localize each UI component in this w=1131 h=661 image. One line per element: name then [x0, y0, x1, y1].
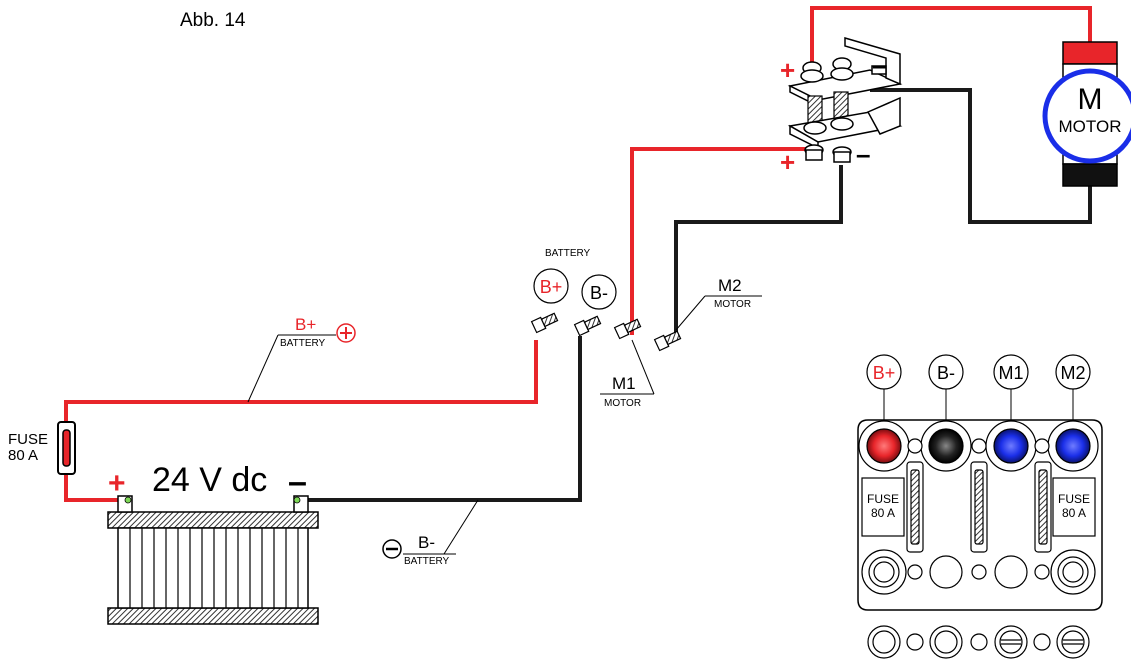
svg-text:BATTERY: BATTERY — [280, 338, 326, 349]
callout-b-minus-battery: B- BATTERY — [382, 499, 479, 567]
battery: + 24 V dc – — [107, 461, 319, 625]
block-fuse-left-line1: FUSE — [867, 492, 899, 506]
svg-text:M2: M2 — [718, 276, 742, 295]
brush-plus-bottom: + — [780, 147, 795, 177]
battery-plus-sign: + — [108, 467, 126, 500]
svg-text:B+: B+ — [295, 315, 316, 334]
stud-b-minus — [573, 315, 602, 337]
motor-letter: M — [1078, 83, 1103, 116]
svg-text:B-: B- — [937, 363, 955, 383]
svg-text:B-: B- — [418, 533, 435, 552]
callout-m2-motor: M2 MOTOR — [675, 276, 762, 331]
svg-text:MOTOR: MOTOR — [604, 398, 641, 409]
svg-text:M2: M2 — [1060, 363, 1085, 383]
wire-brush-minus-to-motor — [870, 88, 1092, 224]
fuse-left-line1: FUSE — [8, 431, 48, 448]
block-label-b-plus: B+ — [866, 354, 902, 442]
brush-minus-top: – — [872, 50, 886, 80]
block-fuse-right-line2: 80 A — [1062, 506, 1086, 520]
svg-text:MOTOR: MOTOR — [714, 299, 751, 310]
svg-text:BATTERY: BATTERY — [404, 556, 450, 567]
motor-label: MOTOR — [1059, 117, 1122, 136]
battery-voltage-label: 24 V dc — [152, 461, 267, 499]
terminal-label-b-plus: B+ — [533, 268, 569, 304]
terminal-section-label: BATTERY — [545, 248, 591, 259]
negative-wires — [300, 88, 1092, 502]
battery-cells — [129, 528, 299, 608]
terminal-label-b-minus: B- — [581, 274, 617, 310]
motor-symbol — [1042, 68, 1131, 164]
svg-text:M1: M1 — [998, 363, 1023, 383]
brush-minus-bottom: – — [856, 139, 870, 169]
block-label-b-minus: B- — [928, 354, 964, 442]
motor: M MOTOR — [1042, 41, 1131, 187]
figure-label: Abb. 14 — [180, 10, 246, 31]
svg-text:B-: B- — [590, 283, 608, 303]
block-fuse-left-line2: 80 A — [871, 506, 895, 520]
fuse-left-line2: 80 A — [8, 447, 38, 464]
block-fuse-right-line1: FUSE — [1058, 492, 1090, 506]
svg-text:B+: B+ — [540, 277, 563, 297]
block-label-m1: M1 — [993, 354, 1029, 442]
block-label-m2: M2 — [1055, 354, 1091, 442]
stud-b-plus — [530, 312, 559, 334]
spare-parts-row — [867, 625, 1090, 659]
svg-text:M1: M1 — [612, 374, 636, 393]
wire-brush-plus-to-motor — [810, 6, 1092, 62]
wire-battery-minus-to-b-minus — [300, 336, 582, 502]
brush-plate-assembly — [787, 37, 903, 163]
terminal-studs — [530, 312, 682, 352]
callout-b-plus-battery: B+ BATTERY — [247, 315, 356, 403]
battery-minus-sign: – — [288, 463, 307, 501]
stud-m2 — [653, 330, 682, 352]
terminal-block: B+ B- M1 M2 — [857, 354, 1103, 659]
svg-text:B+: B+ — [873, 363, 896, 383]
brush-plus-top: + — [780, 55, 795, 85]
callout-m1-motor: M1 MOTOR — [600, 339, 655, 409]
stud-m1 — [613, 318, 642, 340]
wire-m2-to-brush-minus — [674, 165, 843, 338]
wire-battery-plus-to-b-plus — [64, 340, 538, 502]
fuse-left: FUSE 80 A — [8, 421, 76, 475]
